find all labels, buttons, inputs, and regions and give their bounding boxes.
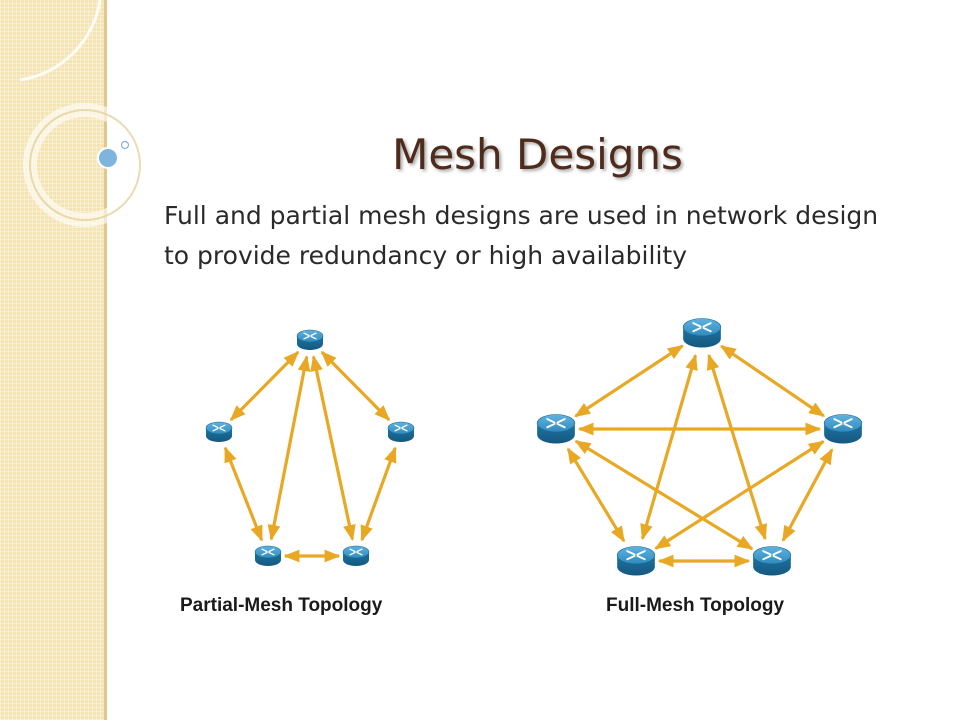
router-bottom-right-icon (342, 545, 370, 566)
link-router-right-router-bottom-right (360, 446, 397, 542)
page-subtitle: Full and partial mesh designs are used i… (164, 201, 879, 270)
router-right-icon (387, 421, 415, 442)
full-mesh-label: Full-Mesh Topology (606, 595, 785, 616)
blue-dot-icon (97, 147, 119, 169)
partial-mesh-routers (205, 329, 415, 566)
link-router-left-router-bottom-right (574, 439, 754, 551)
link-router-top-router-bottom-right (706, 353, 768, 541)
sidebar-edge (104, 0, 107, 720)
router-top-icon (682, 318, 722, 348)
link-router-top-router-left (229, 350, 300, 422)
link-router-top-router-right (320, 350, 391, 422)
router-bottom-right-icon (752, 546, 792, 576)
router-bottom-left-icon (254, 545, 282, 566)
router-bottom-left-icon (616, 546, 656, 576)
page-title: Mesh Designs (392, 130, 683, 179)
link-router-left-router-bottom-left (223, 446, 264, 542)
small-dot-icon (120, 140, 130, 150)
full-mesh-routers (536, 318, 863, 576)
link-router-top-router-bottom-left (267, 355, 311, 541)
link-router-top-router-right (719, 344, 826, 418)
link-router-right-router-bottom-right (781, 448, 834, 542)
full-mesh-links (566, 344, 834, 568)
router-left-icon (205, 421, 233, 442)
partial-mesh-links (223, 350, 397, 563)
link-router-top-router-bottom-right (310, 355, 356, 541)
link-router-left-router-bottom-left (566, 447, 626, 543)
router-left-icon (536, 414, 576, 444)
partial-mesh-label: Partial-Mesh Topology (180, 595, 383, 616)
link-router-top-router-left (574, 344, 684, 418)
router-top-icon (296, 329, 324, 350)
router-right-icon (823, 414, 863, 444)
